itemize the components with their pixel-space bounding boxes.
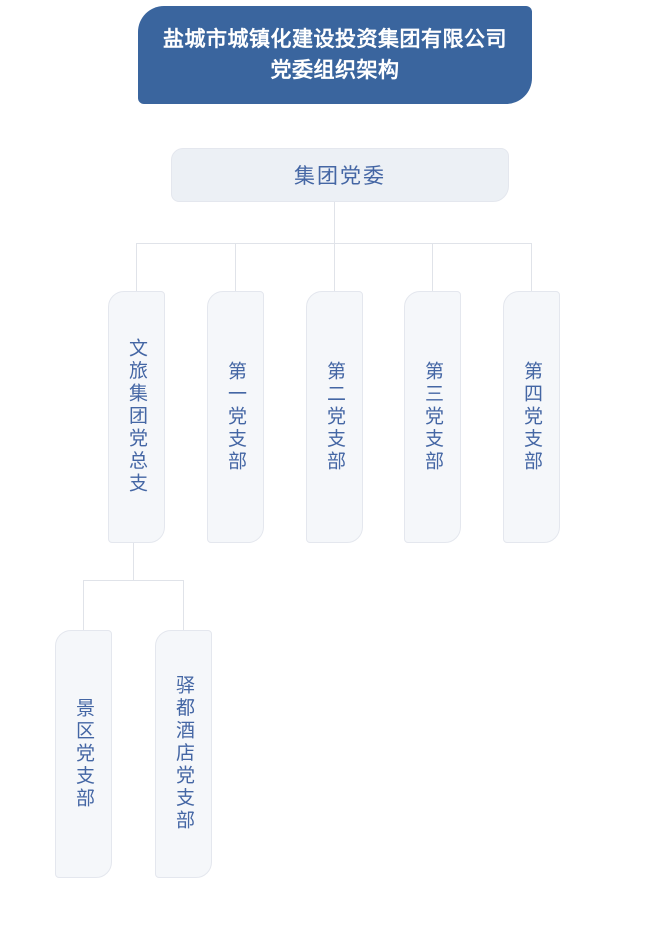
node-scenic-area-party-branch: 景区党支部 [55,630,112,878]
node-culture-tourism-group-general-party-branch: 文旅集团党总支 [108,291,165,543]
node-first-party-branch: 第一党支部 [207,291,264,543]
connector-line [83,580,184,581]
node-label: 第四党支部 [521,360,542,474]
connector-line [432,243,433,291]
connector-line [83,580,84,630]
chart-title-line2: 党委组织架构 [270,59,400,82]
node-label: 第一党支部 [225,360,246,474]
connector-line [334,243,335,291]
connector-line [531,243,532,291]
connector-line [133,543,134,580]
chart-title: 盐城市城镇化建设投资集团有限公司 党委组织架构 [138,6,532,104]
connector-line [334,202,335,243]
node-yidu-hotel-party-branch: 驿都酒店党支部 [155,630,212,878]
node-label: 集团党委 [294,165,386,188]
connector-line [183,580,184,630]
node-label: 景区党支部 [73,697,94,811]
node-third-party-branch: 第三党支部 [404,291,461,543]
node-fourth-party-branch: 第四党支部 [503,291,560,543]
node-group-party-committee: 集团党委 [171,148,509,202]
connector-line [136,243,137,291]
node-label: 第三党支部 [422,360,443,474]
node-label: 驿都酒店党支部 [173,675,194,833]
node-second-party-branch: 第二党支部 [306,291,363,543]
node-label: 文旅集团党总支 [126,338,147,496]
connector-line [235,243,236,291]
node-label: 第二党支部 [324,360,345,474]
chart-title-line1: 盐城市城镇化建设投资集团有限公司 [163,28,507,51]
